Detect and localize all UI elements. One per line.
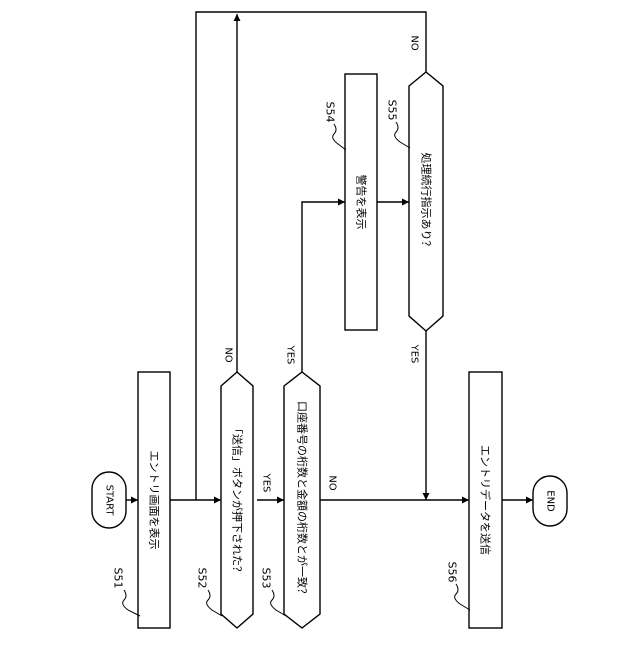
s54-text: 警告を表示 <box>355 175 369 230</box>
decision-s52: 「送信」ボタンが押下された？ <box>221 372 253 628</box>
s56-id: S56 <box>446 562 459 583</box>
s52-text: 「送信」ボタンが押下された？ <box>231 423 245 577</box>
process-s56: エントリデータを送信 <box>469 372 502 628</box>
process-s51: エントリ画面を表示 <box>138 372 170 628</box>
step-id-s52: S52 <box>196 568 223 616</box>
process-s54: 警告を表示 <box>345 74 377 330</box>
s53-id: S53 <box>260 568 273 589</box>
s52-no-label: NO <box>223 347 234 362</box>
decision-s55: 処理続行指示あり？ <box>409 72 443 331</box>
s55-text: 処理続行指示あり？ <box>420 153 434 252</box>
s53-text: 口座番号の桁数と金額の桁数とが一致？ <box>296 401 310 599</box>
decision-s53: 口座番号の桁数と金額の桁数とが一致？ <box>284 372 320 628</box>
s52-id: S52 <box>196 568 209 589</box>
step-id-s51: S51 <box>112 568 141 616</box>
s51-id: S51 <box>112 568 125 589</box>
s52-yes-label: YES <box>261 473 272 493</box>
s55-yes-label: YES <box>409 344 420 364</box>
end-label: END <box>545 490 556 512</box>
s55-no-label: NO <box>409 35 420 50</box>
end-terminal: END <box>533 476 567 526</box>
start-terminal: START <box>92 472 126 528</box>
s51-text: エントリ画面を表示 <box>148 451 162 550</box>
start-label: START <box>104 485 115 517</box>
step-id-s53: S53 <box>260 568 287 616</box>
s53-no-label: NO <box>327 475 338 490</box>
step-id-s55: S55 <box>386 100 411 148</box>
step-id-s56: S56 <box>446 562 471 610</box>
s53-yes-label: YES <box>285 345 296 365</box>
s56-text: エントリデータを送信 <box>479 445 493 555</box>
s55-id: S55 <box>386 100 399 121</box>
connector-s53-yes-s54 <box>302 202 345 375</box>
step-id-s54: S54 <box>324 102 347 150</box>
s54-id: S54 <box>324 102 337 123</box>
